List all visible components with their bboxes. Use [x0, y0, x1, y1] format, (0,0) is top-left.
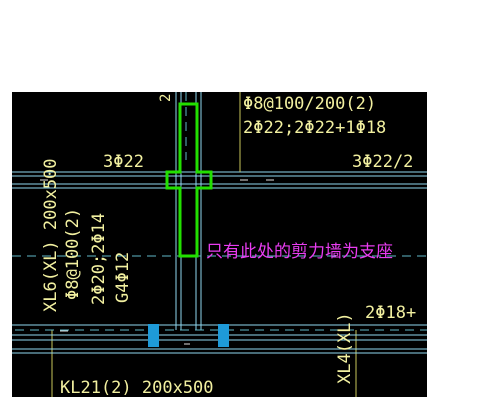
xl6-bars-label: 2Φ20;2Φ14	[89, 213, 109, 305]
tick-marks	[40, 179, 274, 345]
wall-support-note: 只有此处的剪力墙为支座	[206, 242, 393, 262]
top-beam-lines	[12, 171, 427, 189]
column-marker-left	[148, 324, 159, 347]
xl6-side-label: G4Φ12	[113, 252, 133, 303]
stirrup-top-label: Φ8@100/200(2)	[243, 94, 376, 114]
top-cut-label: 2	[158, 94, 174, 102]
xl6-stirrup-label: Φ8@100(2)	[63, 208, 83, 300]
xl6-name-label: XL6(XL) 200x500	[41, 158, 61, 312]
rebar-top-label: 2Φ22;2Φ22+1Φ18	[243, 118, 386, 138]
reference-lines	[51, 92, 357, 397]
shear-wall-highlight	[165, 102, 213, 258]
kl21-name-label: KL21(2) 200x500	[60, 378, 214, 398]
right-bars-label: 2Φ18+	[365, 303, 416, 323]
top-left-bars-label: 3Φ22	[103, 152, 144, 172]
column-marker-right	[218, 324, 229, 347]
xl4-name-label: XL4(XL)	[335, 312, 355, 384]
top-right-bars-label: 3Φ22/2	[352, 152, 413, 172]
dashed-axis-lines	[12, 92, 427, 331]
